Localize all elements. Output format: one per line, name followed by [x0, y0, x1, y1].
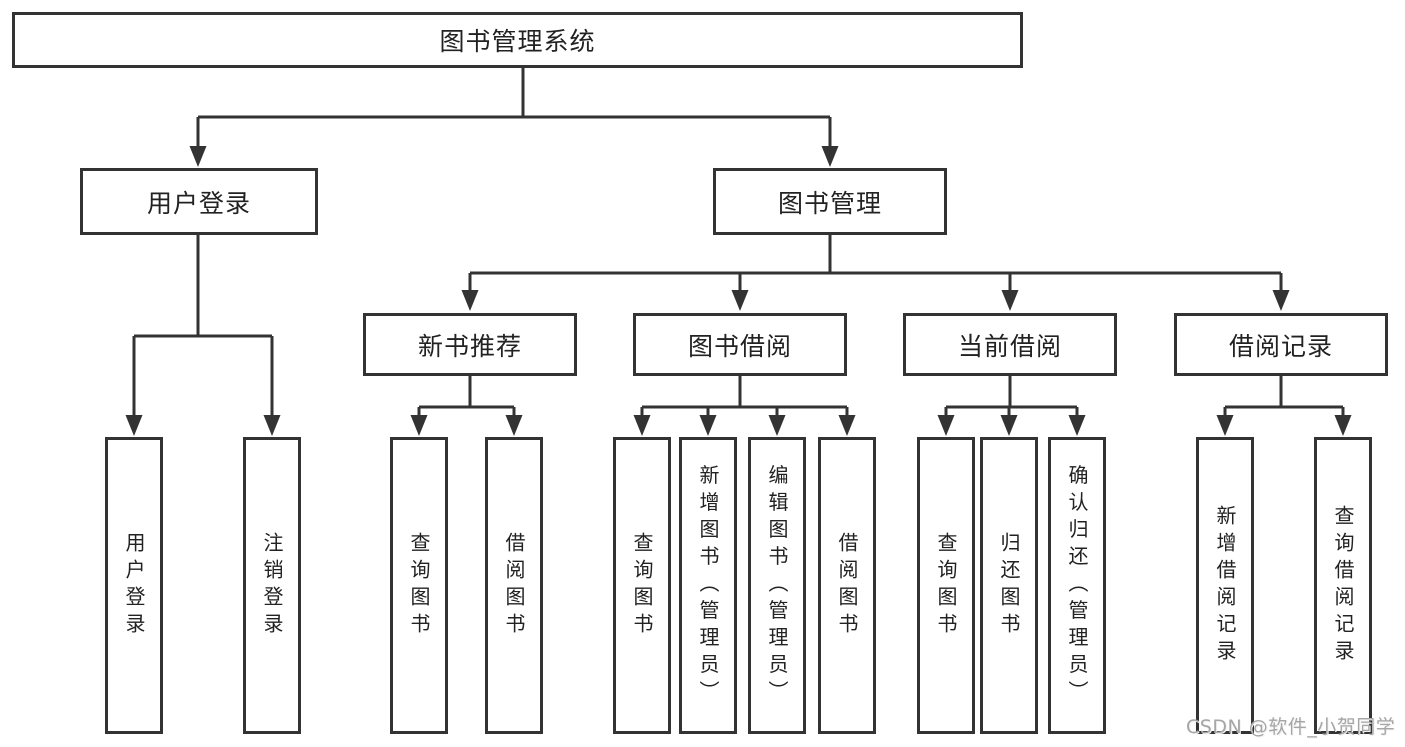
arrowhead	[838, 415, 856, 436]
leaf-borrow-books-borrow: 借阅图书	[818, 437, 876, 734]
leaf-label: 归还图书	[997, 531, 1021, 640]
leaf-label: 借阅图书	[502, 531, 526, 640]
arrowhead	[505, 415, 523, 436]
arrowhead	[821, 146, 839, 167]
connector-newbooks-to-leaves	[417, 376, 516, 421]
csdn-watermark: CSDN @软件_小贺同学	[1186, 716, 1396, 738]
leaf-user-login: 用户登录	[105, 437, 163, 734]
arrowheads	[125, 146, 1352, 436]
node-user-login: 用户登录	[80, 168, 318, 235]
connector-currentborrow-to-leaves	[944, 376, 1079, 421]
leaf-confirm-return-admin: 确认归还（管理员）	[1048, 437, 1106, 734]
arrowhead	[1001, 290, 1019, 311]
node-library-system: 图书管理系统	[12, 12, 1023, 68]
leaf-label: 查询图书	[630, 531, 654, 640]
leaf-edit-book-admin: 编辑图书（管理员）	[748, 437, 806, 734]
arrowhead	[1334, 415, 1352, 436]
arrowhead	[1216, 415, 1234, 436]
connector-bookborrow-to-leaves	[640, 376, 849, 421]
node-book-management: 图书管理	[713, 168, 947, 235]
arrowhead	[1000, 415, 1018, 436]
leaf-query-books-current: 查询图书	[917, 437, 975, 734]
leaf-return-books: 归还图书	[980, 437, 1038, 734]
leaf-query-books-borrow: 查询图书	[613, 437, 671, 734]
leaf-borrow-books-newrec: 借阅图书	[485, 437, 543, 734]
leaf-label: 借阅图书	[835, 531, 859, 640]
arrowhead	[768, 415, 786, 436]
arrowhead	[1068, 415, 1086, 436]
arrowhead	[731, 290, 749, 311]
node-borrowing-records: 借阅记录	[1174, 313, 1388, 376]
connector-userlogin-to-leaves	[132, 235, 274, 421]
leaf-label: 新增图书（管理员）	[696, 464, 720, 707]
leaf-label: 编辑图书（管理员）	[765, 464, 789, 707]
connector-root-to-level2	[196, 68, 832, 151]
node-current-borrowing: 当前借阅	[903, 313, 1117, 376]
arrowhead	[937, 415, 955, 436]
arrowhead	[633, 415, 651, 436]
leaf-label: 查询借阅记录	[1331, 504, 1355, 667]
leaf-label: 新增借阅记录	[1213, 504, 1237, 667]
node-book-borrowing: 图书借阅	[633, 313, 847, 376]
arrowhead	[263, 415, 281, 436]
leaf-label: 用户登录	[122, 531, 146, 640]
leaf-query-borrow-record: 查询借阅记录	[1314, 437, 1372, 734]
leaf-add-borrow-record: 新增借阅记录	[1196, 437, 1254, 734]
arrowhead	[189, 146, 207, 167]
leaf-add-book-admin: 新增图书（管理员）	[679, 437, 737, 734]
connector-bookmgmt-to-level3	[468, 235, 1283, 297]
arrowhead	[125, 415, 143, 436]
leaf-label: 注销登录	[260, 531, 284, 640]
leaf-label: 查询图书	[407, 531, 431, 640]
arrowhead	[461, 290, 479, 311]
leaf-logout: 注销登录	[243, 437, 301, 734]
leaf-label: 查询图书	[934, 531, 958, 640]
arrowhead	[699, 415, 717, 436]
arrowhead	[410, 415, 428, 436]
connector-records-to-leaves	[1223, 376, 1345, 421]
leaf-label: 确认归还（管理员）	[1065, 464, 1089, 707]
arrowhead	[1272, 290, 1290, 311]
leaf-query-books-newrec: 查询图书	[390, 437, 448, 734]
node-new-book-recommendation: 新书推荐	[363, 313, 577, 376]
